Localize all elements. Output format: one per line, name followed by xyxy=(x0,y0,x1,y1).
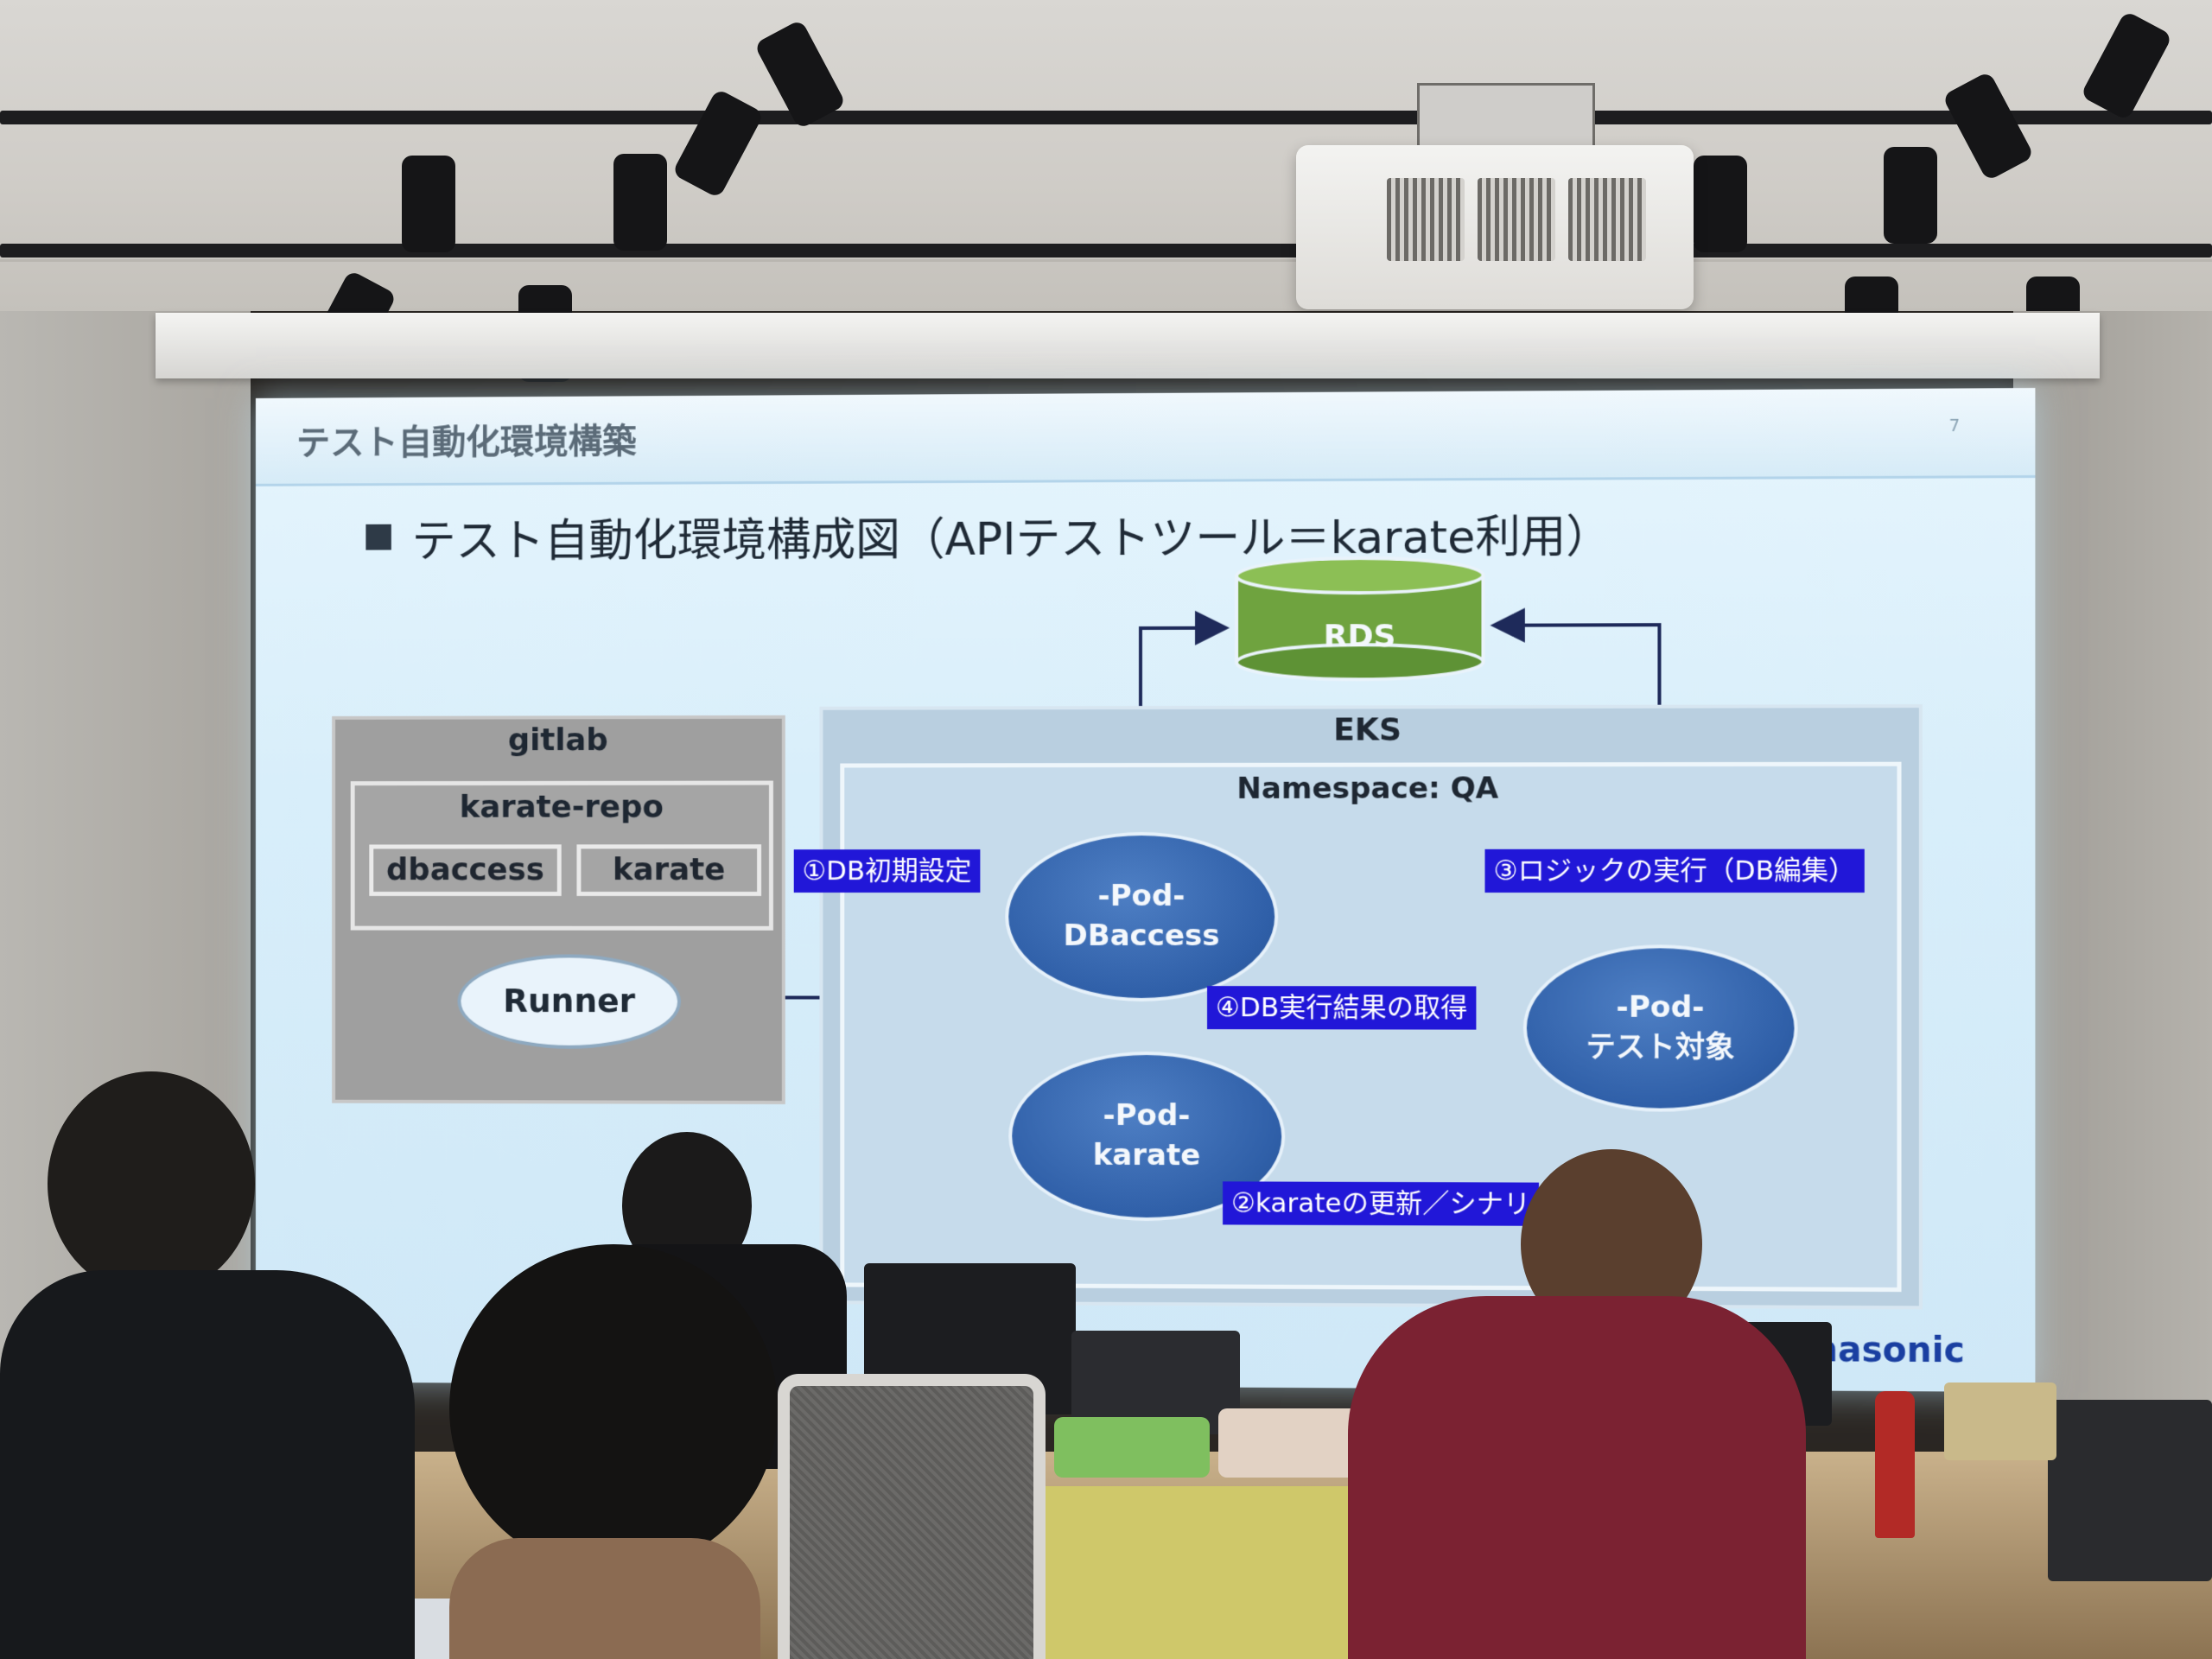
ceiling-seam xyxy=(0,259,2212,262)
projector xyxy=(1296,145,1694,309)
step-4-tag: ④DB実行結果の取得 xyxy=(1207,986,1477,1030)
pod-test-target: -Pod- テスト対象 xyxy=(1522,944,1798,1112)
pod-target-kind: -Pod- xyxy=(1616,989,1705,1026)
pod-karate-name: karate xyxy=(1092,1137,1201,1173)
spotlight xyxy=(402,156,455,252)
light-rail xyxy=(0,111,2212,124)
projected-slide: テスト自動化環境構築 7 テスト自動化環境構成図（APIテストツール＝karat… xyxy=(256,388,2036,1392)
gitlab-label: gitlab xyxy=(507,722,608,759)
step-3-tag: ③ロジックの実行（DB編集） xyxy=(1484,849,1865,893)
light-rail xyxy=(0,244,2212,257)
left-wall xyxy=(0,311,251,1434)
rds-cylinder xyxy=(1233,556,1486,683)
architecture-diagram: gitlab karate-repo dbaccess karate Runne… xyxy=(256,388,2036,1392)
chip-dbaccess: dbaccess xyxy=(369,844,562,896)
spotlight xyxy=(613,154,667,251)
pod-target-name: テスト対象 xyxy=(1586,1029,1735,1065)
step-1-tag: ①DB初期設定 xyxy=(793,849,981,893)
namespace-label: Namespace: QA xyxy=(1236,771,1499,806)
screen-casing xyxy=(156,313,2100,378)
pod-karate-kind: -Pod- xyxy=(1103,1098,1191,1134)
brand-logo: Panasonic xyxy=(1764,1329,1965,1371)
right-wall xyxy=(2013,311,2212,1434)
karate-repo-label: karate-repo xyxy=(459,789,664,825)
rds-label: RDS xyxy=(1323,619,1396,655)
ceiling xyxy=(0,0,2212,311)
pod-dbaccess-name: DBaccess xyxy=(1063,918,1220,954)
spotlight xyxy=(1884,147,1937,244)
eks-label: EKS xyxy=(1333,712,1402,748)
step-2-tag: ②karateの更新／シナリ xyxy=(1223,1181,1540,1226)
pod-dbaccess: -Pod- DBaccess xyxy=(1005,831,1279,1002)
spotlight xyxy=(1694,156,1747,252)
projector-mount xyxy=(1417,83,1595,154)
chip-karate: karate xyxy=(576,844,762,896)
pod-dbaccess-kind: -Pod- xyxy=(1097,879,1185,914)
runner-node: Runner xyxy=(457,954,681,1050)
